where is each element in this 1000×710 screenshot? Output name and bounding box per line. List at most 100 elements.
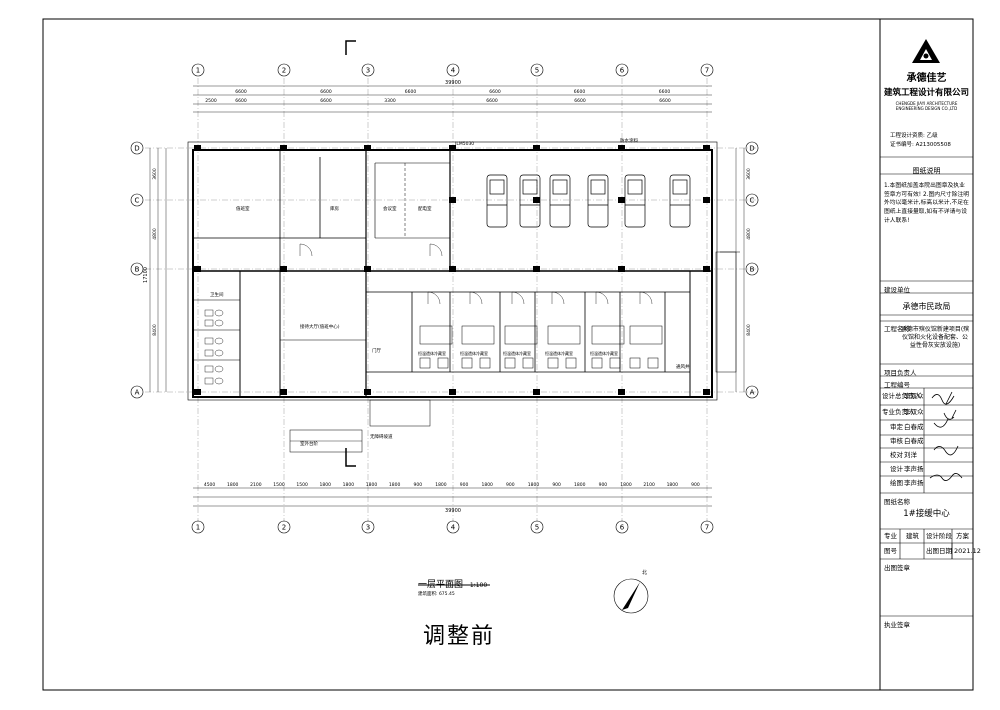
axis-label: B [750,266,755,274]
dim-text-top-axis: 6600 [659,89,671,95]
role-name-6: 李声扬 [904,465,924,473]
dim-text-left: 8400 [152,324,158,336]
cold-storage-bed [461,325,495,369]
axis-bubble [745,262,759,276]
ramp-label: 无障碍坡道 [370,433,393,440]
structural-column [703,197,710,203]
dim-text-bottom: 1800 [366,482,378,488]
dim-text-bottom: 1800 [481,482,493,488]
axis-label: 7 [705,67,709,75]
cold-room-label-4: 恒温遗体冷藏室 [545,350,573,356]
room-label-storage: 库房 [330,205,339,212]
axis-bubble [745,385,759,399]
axis-label: 3 [366,524,370,532]
signatures-icon [929,391,963,481]
dim-text-left: 3600 [152,168,158,180]
toilet-fixture-icon [204,365,224,373]
structural-column [618,389,625,395]
dim-text-bottom: 900 [413,482,422,488]
axis-bubble [277,520,291,534]
dim-text-bottom: 1800 [528,482,540,488]
dim-text-right: 4800 [746,228,752,240]
door-swing [469,291,483,305]
bottom-total-dim: 39900 [445,508,461,514]
door-swing [511,291,525,305]
cold-room-label-5: 恒温遗体冷藏室 [590,350,618,356]
svg-text:北: 北 [642,569,647,576]
vehicle-icon [587,174,609,228]
structural-column [194,145,201,151]
role-label-3: 审定 [890,423,903,431]
title-block: 承德佳艺 建筑工程设计有限公司 CHENGDE JIAYI ARCHITECTU… [880,19,981,690]
axis-label: 6 [620,67,625,75]
axis-bubble [700,63,714,77]
toilet-fixture-icon [204,337,224,345]
dim-text-top: 6600 [574,98,586,104]
plan-area: 建筑面积: 675.45 [418,592,455,597]
structural-column [364,266,371,272]
structural-column [280,266,287,272]
door-swing [429,243,443,257]
structural-column [703,389,710,395]
dim-text-top: 3300 [384,98,396,104]
cold-storage-bed [547,325,581,369]
role-label-7: 绘图 [890,479,903,487]
structural-column [703,145,710,151]
dim-text-top-axis: 6600 [320,89,332,95]
cold-room-label-2: 恒温遗体冷藏室 [460,350,488,356]
axis-label: 4 [451,524,456,532]
cold-storage-bed [504,325,538,369]
drawing-no-label: 图号 [884,547,897,555]
company-english-name: CHENGDE JIAYI ARCHITECTURE ENGINEERING D… [895,101,958,111]
dim-text-bottom: 4500 [204,482,216,488]
axis-label: A [135,389,140,397]
axis-label: C [750,197,755,205]
structural-column [618,197,625,203]
dim-text-right: 8400 [746,324,752,336]
axis-bubble [615,520,629,534]
dim-text-bottom: 900 [691,482,700,488]
axis-label: 1 [196,524,200,532]
entrance-label: 室外台阶 [300,440,318,447]
dim-text-bottom: 1800 [620,482,632,488]
structural-column [533,266,540,272]
axis-bubble [530,63,544,77]
axis-bubble [361,520,375,534]
date-value: 2021.12 [954,547,981,555]
vehicle-icon [486,174,508,228]
dim-text-bottom: 900 [599,482,608,488]
dim-text-bottom: 1800 [227,482,239,488]
axis-label: D [749,145,754,153]
left-total-dim: 17100 [143,267,149,283]
axis-bubble [530,520,544,534]
dim-text-bottom: 1800 [435,482,447,488]
seal-label: 执业签章 [884,621,910,629]
door-swing [299,243,313,257]
discipline-label: 专业 [884,532,897,540]
project-number-label: 工程编号 [884,381,910,389]
cold-room-label-3: 恒温遗体冷藏室 [503,350,531,356]
axis-bubble [191,520,205,534]
cold-storage-bed [591,325,625,369]
axis-label: C [135,197,140,205]
dim-text-bottom: 1800 [574,482,586,488]
notes-text: 1.本图纸加盖本院出图章及执业签章方可有效! 2.图内尺寸除注明外均以毫米计,标… [884,183,970,224]
axis-bubble [745,193,759,207]
toilet-fixture-icon [204,309,224,317]
garage-door-label: JLM5030 [454,141,474,147]
stage-label: 设计阶段 [926,532,952,540]
axis-bubble [361,63,375,77]
structural-column [364,145,371,151]
axis-label: D [134,145,139,153]
dim-text-bottom: 2100 [250,482,262,488]
role-name-7: 李声扬 [904,479,924,487]
adjustment-label: 调整前 [423,624,496,649]
north-arrow-icon: 北 [613,569,649,614]
company-short-name: 承德佳艺 [906,73,947,84]
dim-text-bottom: 2100 [643,482,655,488]
role-label-5: 校对 [890,451,903,459]
axis-label: 5 [535,67,539,75]
role-name-5: 刘洋 [904,451,917,459]
